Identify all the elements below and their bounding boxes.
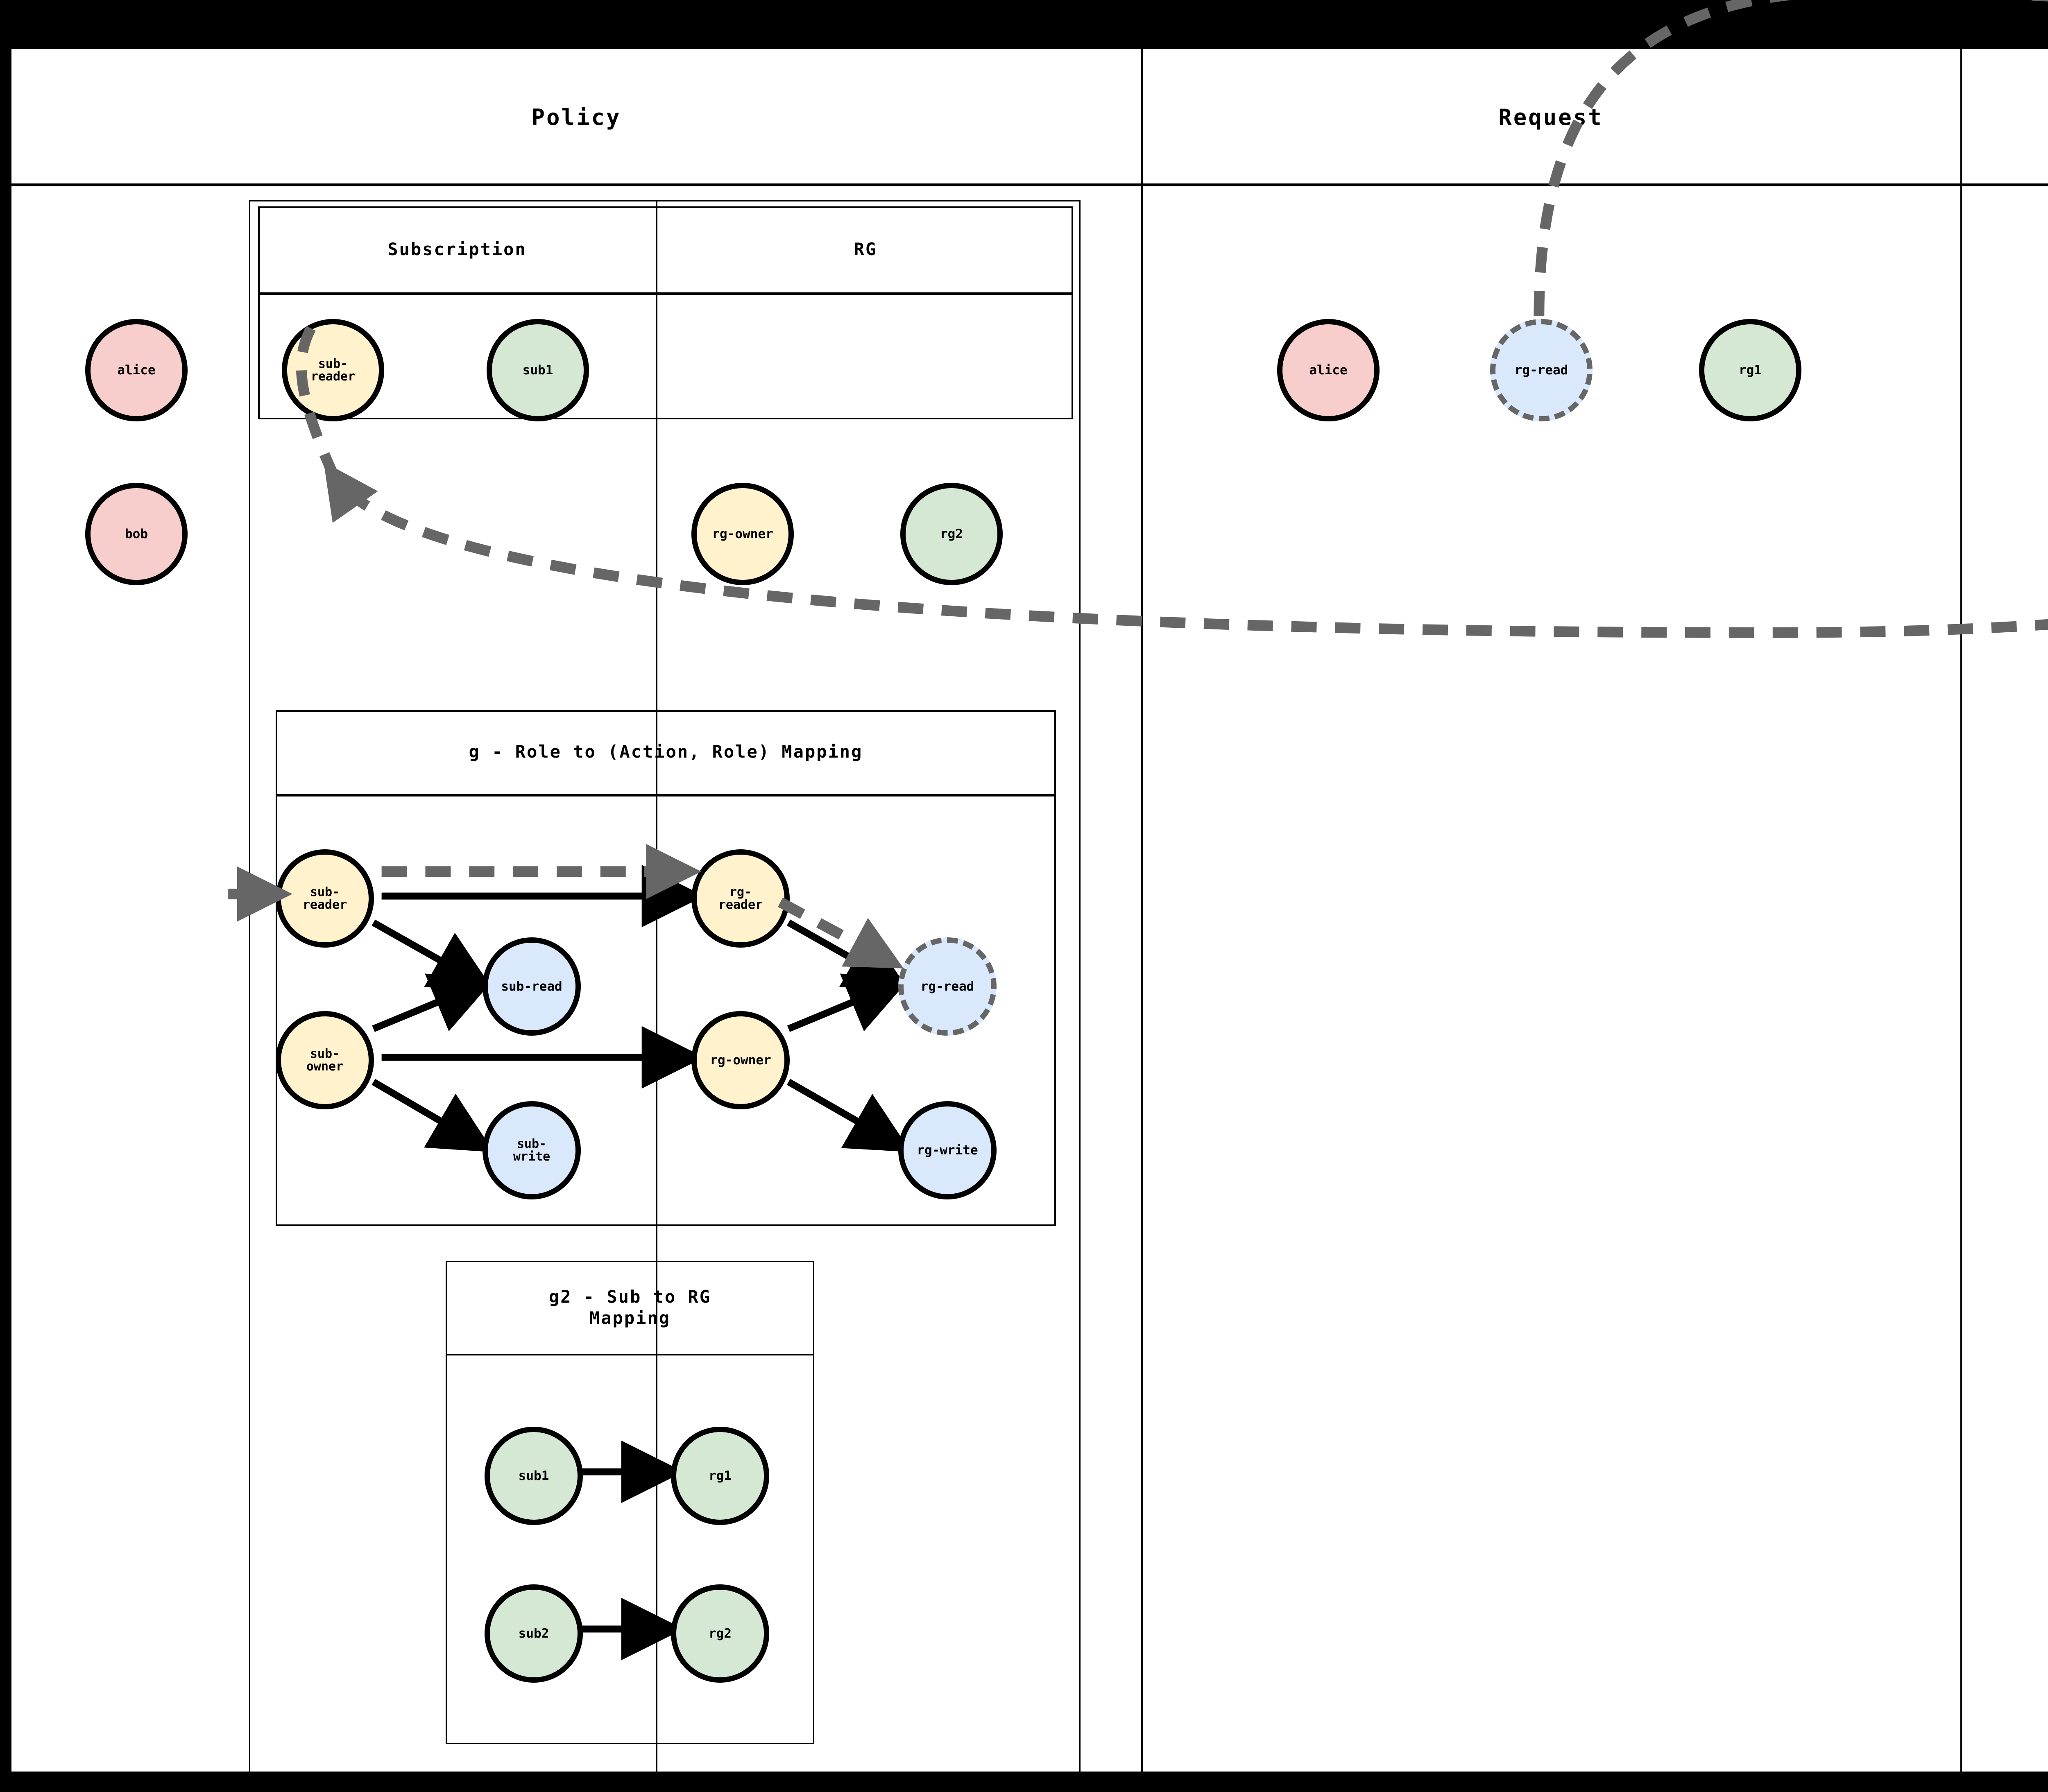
node-label: sub- write bbox=[513, 1136, 551, 1164]
column-header-matching: Matching bbox=[1960, 49, 2048, 186]
node-label: sub- owner bbox=[306, 1046, 344, 1074]
node-label: alice bbox=[117, 362, 156, 378]
node-label: sub1 bbox=[518, 1468, 549, 1483]
g2-mapping-header-line bbox=[446, 1354, 814, 1355]
g2-mapping-title: g2 - Sub to RG Mapping bbox=[548, 1286, 711, 1328]
g2-node-rg1[interactable]: rg1 bbox=[671, 1427, 769, 1525]
policy-container-box bbox=[249, 200, 1081, 1792]
matching-caption-sub: r.sub == p.sub bbox=[2019, 516, 2048, 540]
g2-mapping-box bbox=[446, 1261, 814, 1744]
column-divider-request-matching bbox=[1960, 49, 1962, 1772]
node-label: sub2 bbox=[518, 1626, 549, 1641]
subscription-rg-header-line bbox=[258, 292, 1073, 295]
table-header-subscription: Subscription bbox=[387, 239, 527, 259]
policy-resource-rg2[interactable]: rg2 bbox=[900, 483, 1003, 585]
node-label: rg-read bbox=[1514, 362, 1568, 378]
node-label: bob bbox=[125, 526, 148, 541]
node-label: rg2 bbox=[709, 1626, 732, 1641]
node-label: rg-write bbox=[917, 1143, 978, 1158]
g-node-rg-owner[interactable]: rg-owner bbox=[691, 1011, 790, 1109]
node-label: sub1 bbox=[522, 362, 553, 378]
header-separator bbox=[11, 183, 2048, 186]
node-label: rg2 bbox=[940, 526, 963, 541]
g-mapping-title: g - Role to (Action, Role) Mapping bbox=[469, 742, 863, 762]
column-header-request: Request bbox=[1498, 104, 1603, 130]
node-label: sub-read bbox=[501, 979, 562, 994]
g-node-sub-write[interactable]: sub- write bbox=[483, 1101, 581, 1199]
node-label: alice bbox=[1309, 362, 1348, 378]
g-node-rg-read[interactable]: rg-read bbox=[898, 937, 997, 1036]
policy-container-center-divider bbox=[656, 200, 657, 1792]
node-label: rg1 bbox=[709, 1468, 732, 1483]
column-header-policy: Policy bbox=[531, 104, 621, 130]
g-mapping-box bbox=[276, 710, 1056, 1226]
g-node-sub-owner[interactable]: sub- owner bbox=[276, 1011, 374, 1109]
g-node-rg-write[interactable]: rg-write bbox=[898, 1101, 997, 1199]
g-node-rg-reader[interactable]: rg- reader bbox=[691, 849, 790, 948]
node-label: rg1 bbox=[1739, 362, 1762, 378]
g-mapping-header-line bbox=[276, 794, 1056, 796]
policy-role-rg-owner[interactable]: rg-owner bbox=[691, 483, 794, 585]
g-node-sub-reader[interactable]: sub- reader bbox=[276, 849, 374, 948]
policy-subject-alice[interactable]: alice bbox=[85, 319, 188, 421]
node-label: rg-owner bbox=[710, 1052, 771, 1068]
node-label: rg- reader bbox=[718, 885, 763, 912]
policy-resource-sub1[interactable]: sub1 bbox=[487, 319, 589, 421]
g2-node-rg2[interactable]: rg2 bbox=[671, 1584, 769, 1683]
node-label: rg-owner bbox=[712, 526, 773, 541]
table-header-rg: RG bbox=[854, 239, 877, 259]
policy-subject-bob[interactable]: bob bbox=[85, 483, 188, 585]
request-node-alice[interactable]: alice bbox=[1277, 319, 1380, 421]
node-label: sub- reader bbox=[302, 885, 347, 912]
column-divider-policy-request bbox=[1141, 49, 1143, 1772]
g-node-sub-read[interactable]: sub-read bbox=[483, 937, 581, 1036]
node-label: rg-read bbox=[920, 979, 974, 994]
node-label: sub- reader bbox=[310, 356, 356, 384]
subscription-rg-table bbox=[258, 206, 1073, 419]
request-node-rg1[interactable]: rg1 bbox=[1699, 319, 1801, 421]
g2-node-sub2[interactable]: sub2 bbox=[485, 1584, 583, 1683]
diagram-frame: Policy Request Matching alice bob Subscr… bbox=[9, 0, 2048, 1792]
g2-node-sub1[interactable]: sub1 bbox=[485, 1427, 583, 1525]
request-node-rg-read[interactable]: rg-read bbox=[1490, 319, 1593, 421]
policy-role-sub-reader[interactable]: sub- reader bbox=[282, 319, 384, 421]
